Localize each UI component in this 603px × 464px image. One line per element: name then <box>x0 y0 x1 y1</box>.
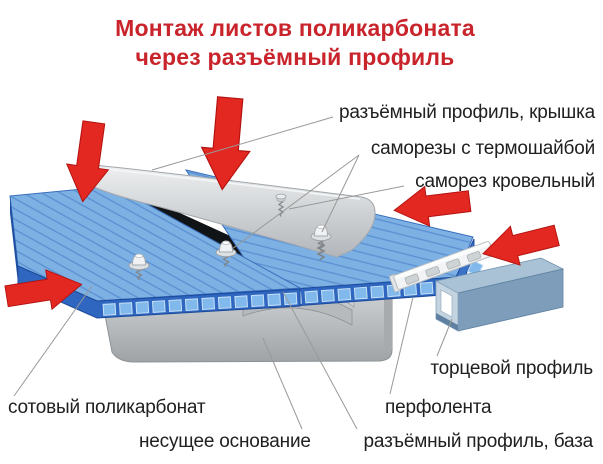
label-cellular-polycarbonate: сотовый поликарбонат <box>8 397 206 418</box>
leader-line <box>389 296 414 395</box>
leader-line <box>436 318 453 357</box>
leader-line <box>321 154 360 233</box>
label-perf-tape: перфолента <box>385 397 492 418</box>
red-arrow-down-icon <box>200 96 251 191</box>
label-end-profile: торцевой профиль <box>430 358 593 379</box>
cover-profile <box>93 164 376 258</box>
leader-line <box>231 154 360 250</box>
leader-line <box>151 116 334 171</box>
label-thermo-screws: саморезы с термошайбой <box>370 138 595 159</box>
leader-line <box>288 185 405 210</box>
label-roof-screw: саморез кровельный <box>415 171 595 192</box>
page-title-line2: через разъёмный профиль <box>135 44 455 70</box>
leader-line <box>282 291 358 430</box>
red-arrows <box>4 96 560 311</box>
label-base-profile: разъёмный профиль, база <box>363 431 594 452</box>
leader-line <box>13 285 93 397</box>
leader-line <box>262 337 303 430</box>
page-title: Монтаж листов поликарбоната через разъём… <box>0 14 590 72</box>
red-arrow-left-icon <box>393 185 472 227</box>
roof-screw <box>275 193 287 217</box>
red-arrow-down-icon <box>65 120 110 203</box>
red-arrow-left-down-icon <box>482 224 560 266</box>
leader-lines <box>13 116 453 430</box>
end-profile <box>434 257 565 334</box>
label-cover-profile: разъёмный профиль, крышка <box>338 102 595 123</box>
polycarbonate-sheet-left <box>9 185 302 319</box>
thermo-washer-screw <box>310 224 332 261</box>
red-arrow-right-icon <box>4 269 83 311</box>
label-support-base: несущее основание <box>139 431 311 452</box>
page-title-line1: Монтаж листов поликарбоната <box>115 15 475 41</box>
